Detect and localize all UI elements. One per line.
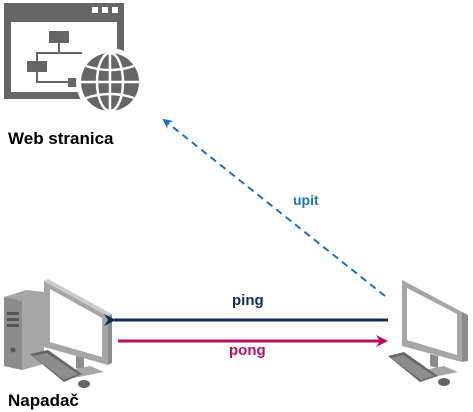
attacker-label: Napadač: [8, 391, 79, 410]
pong-label: pong: [229, 342, 266, 359]
web-page-globe-icon: [4, 3, 144, 116]
desktop-computer-icon: [4, 279, 112, 388]
web-page-label: Web stranica: [8, 129, 114, 148]
upit-arrow: [162, 118, 386, 297]
desktop-computer-icon: [388, 280, 468, 386]
ping-label: ping: [232, 292, 264, 309]
upit-label: upit: [293, 192, 319, 208]
